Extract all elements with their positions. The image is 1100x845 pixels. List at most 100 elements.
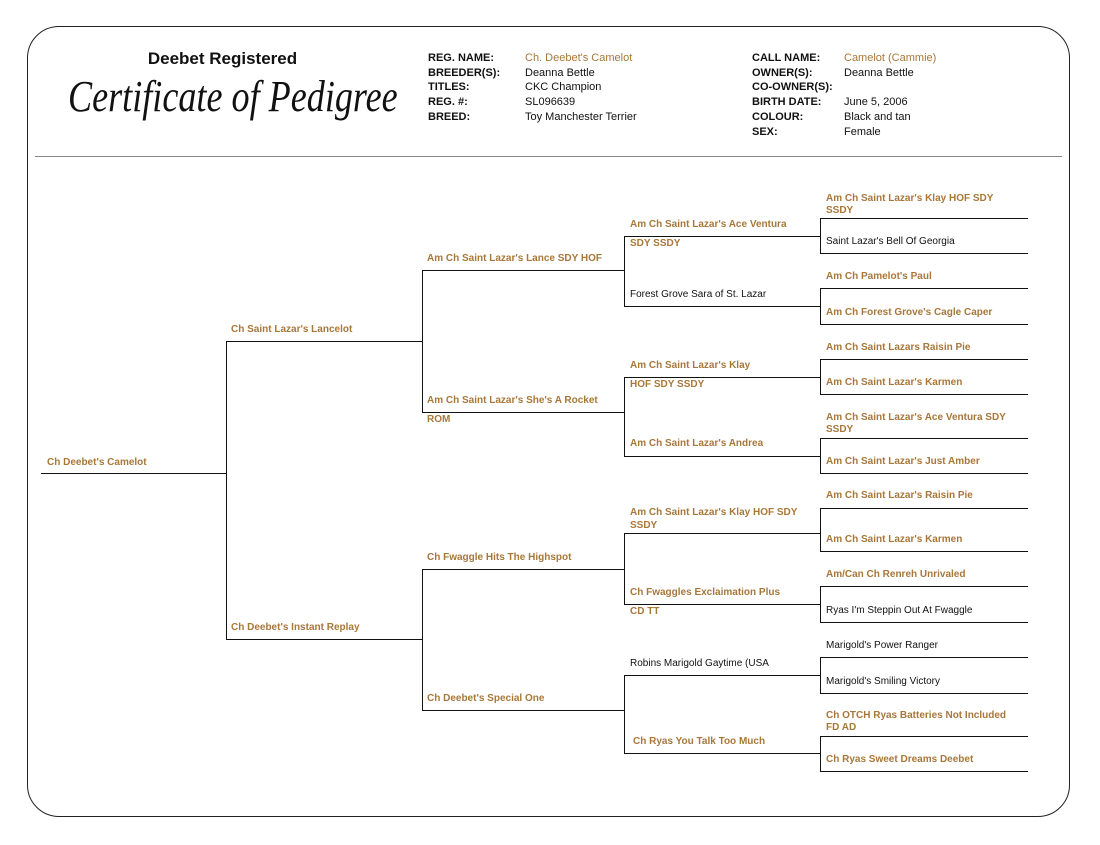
breed-value: Toy Manchester Terrier — [525, 111, 637, 123]
colour-value: Black and tan — [844, 111, 911, 123]
reg-name-label: REG. NAME: — [428, 52, 494, 64]
reg-number-label: REG. #: — [428, 96, 468, 108]
bracket-line — [820, 736, 821, 771]
bracket-line — [820, 438, 1028, 439]
certificate-border — [27, 26, 1070, 817]
bracket-line — [624, 533, 820, 534]
bracket-line — [820, 288, 821, 324]
dog-subject: Ch Deebet's Camelot — [47, 457, 147, 468]
dog-gen3-titles: HOF SDY SSDY — [630, 379, 705, 390]
dog-sire: Ch Saint Lazar's Lancelot — [231, 324, 353, 335]
bracket-line — [624, 306, 820, 307]
bracket-line — [226, 639, 422, 640]
bracket-line — [422, 270, 624, 271]
bracket-line — [624, 236, 625, 306]
dog-gen3: Am Ch Saint Lazar's Ace Ventura — [630, 219, 787, 230]
dog-gen4: Am Ch Saint Lazar's Karmen — [826, 534, 963, 545]
birth-date-value: June 5, 2006 — [844, 96, 908, 108]
dog-gen4: Am Ch Saint Lazar's Klay HOF SDY — [826, 193, 994, 204]
bracket-line — [422, 569, 624, 570]
dog-gen4: Am Ch Saint Lazar's Karmen — [826, 377, 963, 388]
bracket-line — [624, 236, 820, 237]
dog-gen4: Ryas I'm Steppin Out At Fwaggle — [826, 605, 973, 616]
bracket-line — [820, 771, 1028, 772]
bracket-line — [624, 377, 820, 378]
breeder-value: Deanna Bettle — [525, 67, 595, 79]
birth-date-label: BIRTH DATE: — [752, 96, 822, 108]
dog-gen4-titles: SSDY — [826, 424, 854, 435]
bracket-line — [624, 604, 820, 605]
dog-gen4-titles: SSDY — [826, 205, 854, 216]
dog-gen3: Am Ch Saint Lazar's Klay — [630, 360, 751, 371]
bracket-line — [820, 438, 821, 473]
bracket-line — [41, 473, 226, 474]
bracket-line — [422, 270, 423, 412]
bracket-line — [820, 586, 1028, 587]
bracket-line — [820, 508, 821, 551]
bracket-line — [624, 675, 820, 676]
dog-gen4: Marigold's Smiling Victory — [826, 676, 940, 687]
dog-gen4: Ch Ryas Sweet Dreams Deebet — [826, 754, 974, 765]
dog-gen2: Am Ch Saint Lazar's Lance SDY HOF — [427, 253, 603, 264]
dog-gen4: Am Ch Forest Grove's Cagle Caper — [826, 307, 993, 318]
dog-gen2-titles: ROM — [427, 414, 451, 425]
header-divider — [35, 156, 1062, 157]
dog-gen4: Am/Can Ch Renreh Unrivaled — [826, 569, 966, 580]
colour-label: COLOUR: — [752, 111, 804, 123]
bracket-line — [624, 753, 820, 754]
bracket-line — [820, 324, 1028, 325]
bracket-line — [820, 253, 1028, 254]
dog-gen3: Ch Ryas You Talk Too Much — [633, 736, 766, 747]
bracket-line — [422, 569, 423, 710]
bracket-line — [820, 657, 821, 693]
dog-gen2: Ch Deebet's Special One — [427, 693, 545, 704]
dog-dam: Ch Deebet's Instant Replay — [231, 622, 360, 633]
bracket-line — [820, 586, 821, 622]
bracket-line — [624, 377, 625, 456]
call-name-label: CALL NAME: — [752, 52, 821, 64]
reg-name-value: Ch. Deebet's Camelot — [525, 52, 633, 64]
dog-gen4: Marigold's Power Ranger — [826, 640, 938, 651]
owner-value: Deanna Bettle — [844, 67, 914, 79]
dog-gen3: Robins Marigold Gaytime (USA — [630, 658, 769, 669]
bracket-line — [226, 341, 422, 342]
sex-label: SEX: — [752, 126, 778, 138]
bracket-line — [820, 394, 1028, 395]
bracket-line — [226, 341, 227, 639]
dog-gen4: Am Ch Pamelot's Paul — [826, 271, 932, 282]
dog-gen4: Saint Lazar's Bell Of Georgia — [826, 236, 955, 247]
dog-gen3-titles: SSDY — [630, 520, 658, 531]
bracket-line — [820, 473, 1028, 474]
dog-gen4: Am Ch Saint Lazar's Just Amber — [826, 456, 980, 467]
dog-gen3: Ch Fwaggles Exclaimation Plus — [630, 587, 781, 598]
breed-label: BREED: — [428, 111, 471, 123]
dog-gen4: Am Ch Saint Lazar's Ace Ventura SDY — [826, 412, 1006, 423]
reg-number-value: SL096639 — [525, 96, 576, 108]
sex-value: Female — [844, 126, 881, 138]
dog-gen3: Am Ch Saint Lazar's Andrea — [630, 438, 764, 449]
bracket-line — [422, 412, 624, 413]
dog-gen4-titles: FD AD — [826, 722, 857, 733]
dog-gen3-titles: SDY SSDY — [630, 238, 681, 249]
dog-gen3: Forest Grove Sara of St. Lazar — [630, 289, 767, 300]
dog-gen4: Am Ch Saint Lazars Raisin Pie — [826, 342, 971, 353]
dog-gen4: Ch OTCH Ryas Batteries Not Included — [826, 710, 1007, 721]
call-name-value: Camelot (Cammie) — [844, 52, 937, 64]
bracket-line — [624, 456, 820, 457]
bracket-line — [820, 508, 1028, 509]
bracket-line — [820, 622, 1028, 623]
bracket-line — [820, 359, 821, 394]
bracket-line — [820, 218, 1028, 219]
bracket-line — [820, 657, 1028, 658]
owner-label: OWNER(S): — [752, 67, 813, 79]
dog-gen4: Am Ch Saint Lazar's Raisin Pie — [826, 490, 973, 501]
co-owner-label: CO-OWNER(S): — [752, 81, 833, 93]
bracket-line — [820, 551, 1028, 552]
titles-label: TITLES: — [428, 81, 470, 93]
bracket-line — [820, 736, 1028, 737]
dog-gen2: Ch Fwaggle Hits The Highspot — [427, 552, 572, 563]
certificate-title: Certificate of Pedigree — [68, 72, 398, 121]
registry-heading: Deebet Registered — [147, 49, 298, 68]
dog-gen3: Am Ch Saint Lazar's Klay HOF SDY — [630, 507, 798, 518]
dog-gen3-titles: CD TT — [630, 606, 660, 617]
